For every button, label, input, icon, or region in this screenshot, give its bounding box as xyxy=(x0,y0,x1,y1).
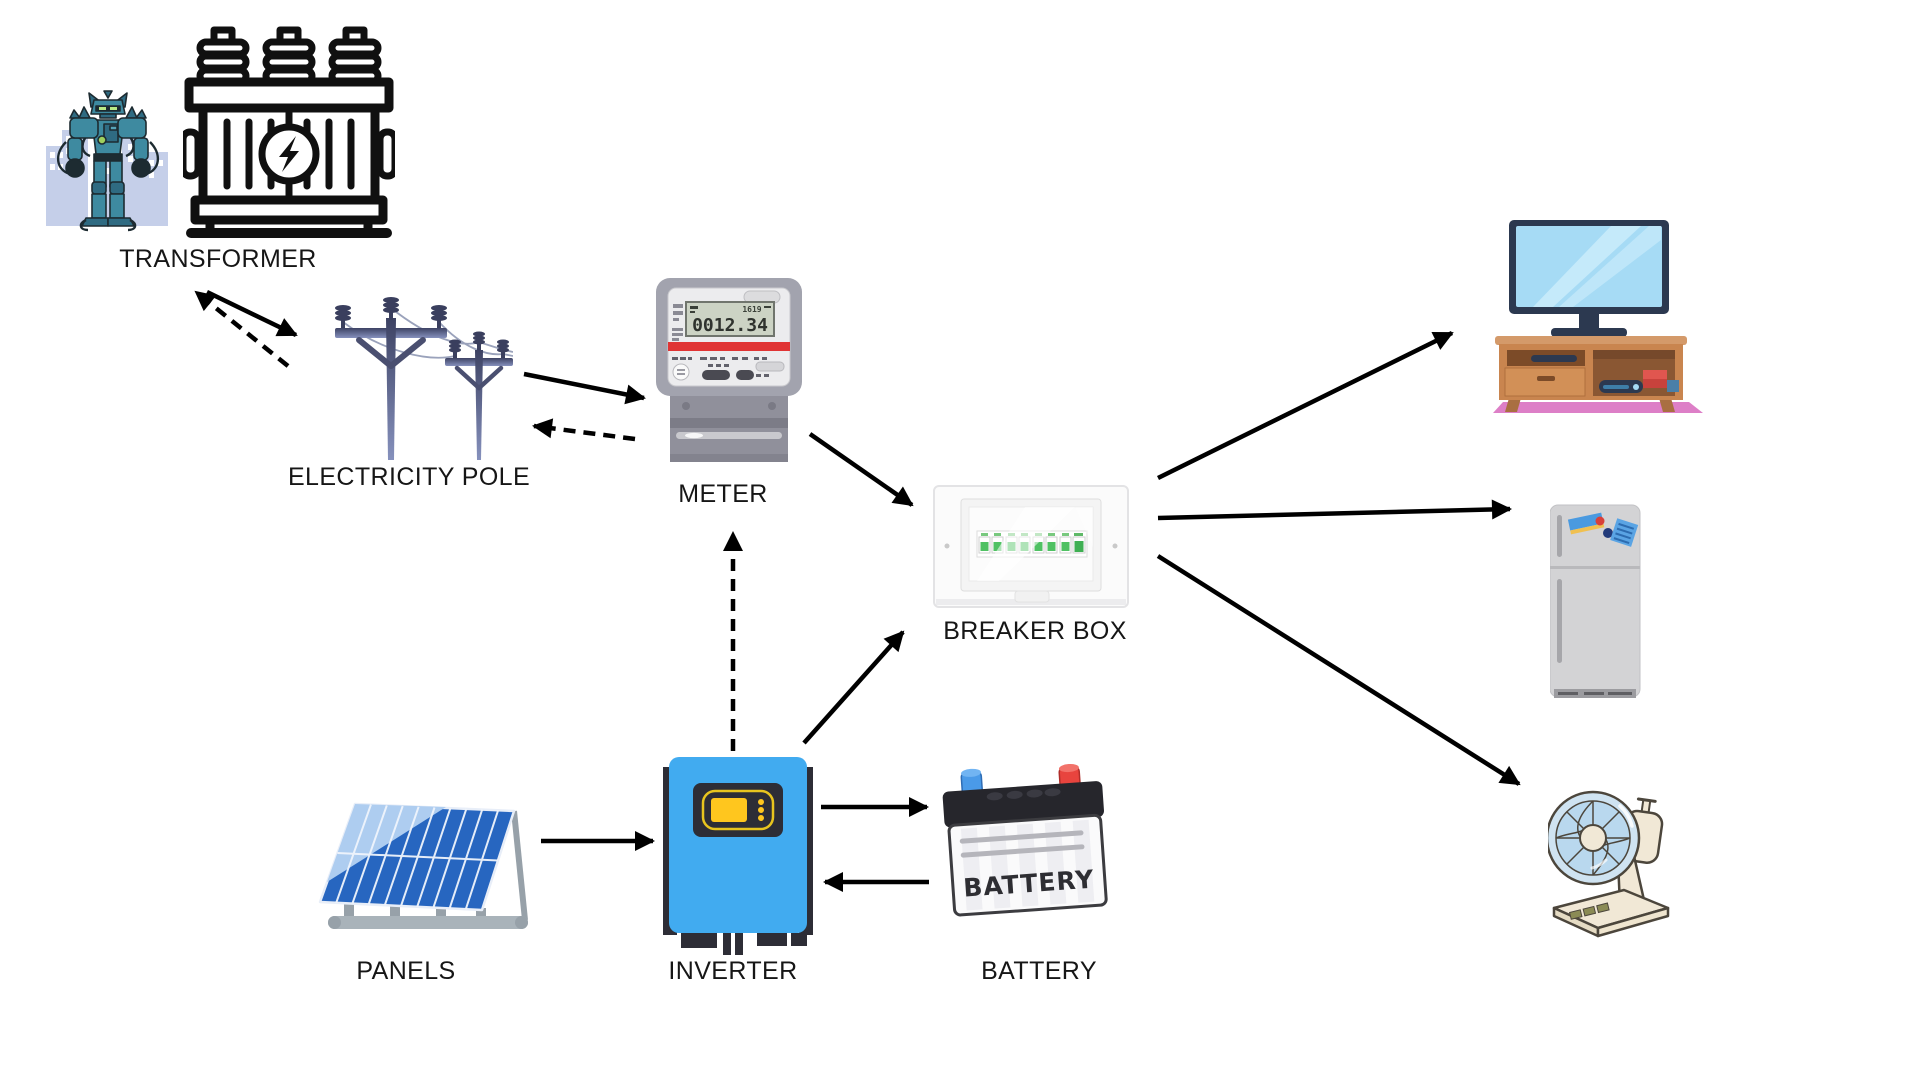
transformer-label: TRANSFORMER xyxy=(119,245,317,273)
arrow-breaker-to-fan xyxy=(1156,554,1521,786)
transformer-icon xyxy=(183,26,395,244)
meter-lcd-reading: 0012.34 xyxy=(692,315,768,336)
battery-label: BATTERY xyxy=(981,957,1097,985)
meter-lcd-small: 1619 xyxy=(742,305,761,314)
breaker-box-label: BREAKER BOX xyxy=(943,617,1127,645)
arrow-inverter-to-breaker xyxy=(802,630,905,745)
meter-icon: 1619 0012.34 xyxy=(656,278,802,468)
robot-mascot-icon xyxy=(46,84,171,232)
arrow-meter-to-breaker xyxy=(808,432,914,507)
meter-label: METER xyxy=(678,480,768,508)
tv-icon xyxy=(1493,218,1705,414)
breaker-box-icon xyxy=(933,485,1129,609)
arrow-meter-to-pole-dashed xyxy=(532,418,636,442)
inverter-icon xyxy=(663,757,813,955)
electricity-pole-icon xyxy=(313,292,513,460)
electricity-pole-label: ELECTRICITY POLE xyxy=(287,463,531,491)
fan-icon xyxy=(1548,788,1674,942)
refrigerator-icon xyxy=(1550,503,1642,707)
panels-label: PANELS xyxy=(356,957,456,985)
arrow-breaker-to-fridge xyxy=(1157,499,1512,521)
arrow-pole-to-transformer-dashed xyxy=(194,290,290,368)
arrow-pole-to-meter xyxy=(523,371,646,405)
arrow-breaker-to-tv xyxy=(1157,330,1454,481)
battery-icon: BATTERY xyxy=(936,758,1122,926)
inverter-label: INVERTER xyxy=(668,957,798,985)
solar-panels-icon xyxy=(318,798,536,938)
arrow-transformer-to-pole xyxy=(206,289,298,338)
